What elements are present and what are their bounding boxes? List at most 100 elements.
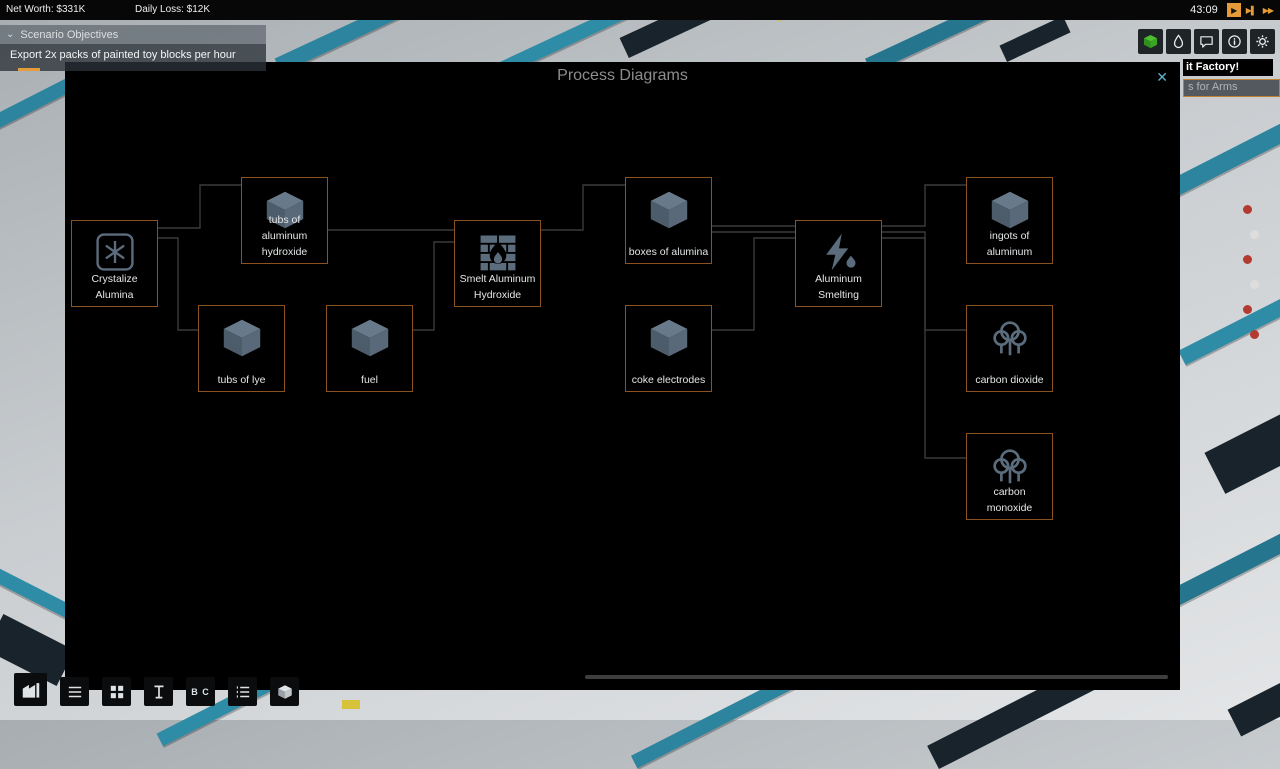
list-tool-button[interactable]	[228, 677, 257, 706]
water-droplet-icon[interactable]	[1166, 29, 1191, 54]
diagram-node-boxes-of-alumina[interactable]: boxes of alumina	[625, 177, 712, 264]
list-glyph	[236, 685, 249, 698]
smelting-bolt-icon	[825, 233, 855, 271]
modal-title: Process Diagrams	[557, 67, 688, 84]
cube-icon	[199, 315, 284, 361]
world-shape	[1250, 330, 1259, 339]
factory-blocks-icon[interactable]	[1138, 29, 1163, 54]
cube-icon	[223, 319, 260, 357]
daily-loss-label: Daily Loss: $12K	[135, 4, 211, 15]
objectives-body: Export 2x packs of painted toy blocks pe…	[0, 44, 266, 71]
time-controls: 43:09 ▶ ▶▌ ▶▶	[1190, 0, 1275, 20]
world-shape	[1178, 250, 1280, 366]
cube-icon	[650, 191, 687, 229]
node-label: boxes of alumina	[628, 246, 709, 258]
fast-forward-button[interactable]: ▶▶	[1262, 5, 1274, 15]
cube-icon	[626, 315, 711, 361]
gas-cloud-icon	[992, 321, 1027, 356]
scenario-objectives-panel: ⌄ Scenario Objectives Export 2x packs of…	[0, 25, 266, 71]
node-label: coke electrodes	[631, 374, 706, 386]
gas-icon	[967, 315, 1052, 361]
table-tool-button[interactable]	[60, 677, 89, 706]
world-shape	[1250, 280, 1259, 289]
objectives-title: Scenario Objectives	[20, 28, 119, 41]
column-tool-button[interactable]	[144, 677, 173, 706]
green-cube-glyph	[1143, 34, 1158, 49]
table-glyph	[68, 686, 81, 697]
gas-icon	[967, 443, 1052, 489]
cube-icon	[351, 319, 388, 357]
diagram-node-carbon-dioxide[interactable]: carbon dioxide	[966, 305, 1053, 392]
letters-tool-button[interactable]: B C	[186, 677, 215, 706]
diagram-edges	[158, 184, 966, 459]
step-speed-button[interactable]: ▶▌	[1245, 5, 1257, 15]
cube-icon	[266, 191, 303, 229]
gear-glyph	[1256, 35, 1269, 48]
info-glyph	[1228, 35, 1241, 48]
objective-item: Export 2x packs of painted toy blocks pe…	[10, 49, 236, 61]
objectives-header[interactable]: ⌄ Scenario Objectives	[0, 25, 266, 44]
module-cube-glyph	[277, 684, 292, 699]
furnace-icon	[455, 230, 540, 274]
arms-task-banner[interactable]: s for Arms	[1183, 79, 1280, 97]
node-label: fuel	[361, 374, 378, 386]
cube-icon	[327, 315, 412, 361]
diagram-h-scrollbar[interactable]	[585, 675, 1168, 679]
droplet-glyph	[1173, 34, 1184, 49]
node-label: tubs of lye	[217, 374, 266, 386]
diagram-node-coke-electrodes[interactable]: coke electrodes	[625, 305, 712, 392]
bolt-icon	[796, 230, 881, 274]
world-shape	[1227, 673, 1280, 737]
world-shape	[1243, 255, 1252, 264]
chat-icon[interactable]	[1194, 29, 1219, 54]
world-shape	[342, 700, 360, 709]
play-button[interactable]: ▶	[1226, 3, 1241, 17]
cube-icon	[991, 191, 1028, 229]
chat-glyph	[1200, 36, 1213, 48]
close-icon[interactable]: ✕	[1156, 69, 1168, 85]
cube-icon	[242, 187, 327, 233]
world-shape	[1243, 205, 1252, 214]
diagram-node-fuel[interactable]: fuel	[326, 305, 413, 392]
module-tool-button[interactable]	[270, 677, 299, 706]
smelter-glyph	[22, 682, 39, 698]
world-shape	[1204, 412, 1280, 494]
cube-icon	[650, 319, 687, 357]
world-shape	[999, 16, 1071, 62]
game-clock: 43:09	[1190, 4, 1218, 16]
grid-tool-button[interactable]	[102, 677, 131, 706]
crystallize-icon	[72, 230, 157, 274]
smelter-tool-button[interactable]	[14, 673, 47, 706]
chevron-down-icon: ⌄	[6, 28, 15, 40]
quick-actions	[1138, 29, 1275, 54]
grid-glyph	[110, 685, 123, 698]
info-icon[interactable]	[1222, 29, 1247, 54]
factory-banner[interactable]: it Factory!	[1183, 59, 1273, 76]
top-status-bar: Net Worth: $331K Daily Loss: $12K 43:09 …	[0, 0, 1280, 20]
speed-buttons-host: ▶ ▶▌ ▶▶	[1226, 3, 1275, 17]
world-shape	[1250, 230, 1259, 239]
objective-progress-bar	[18, 68, 40, 71]
column-glyph	[154, 685, 163, 698]
cube-icon	[967, 187, 1052, 233]
crystallize-icon	[95, 233, 134, 271]
settings-gear-icon[interactable]	[1250, 29, 1275, 54]
furnace-icon	[480, 235, 515, 271]
diagram-node-tubs-of-lye[interactable]: tubs of lye	[198, 305, 285, 392]
cube-icon	[626, 187, 711, 233]
